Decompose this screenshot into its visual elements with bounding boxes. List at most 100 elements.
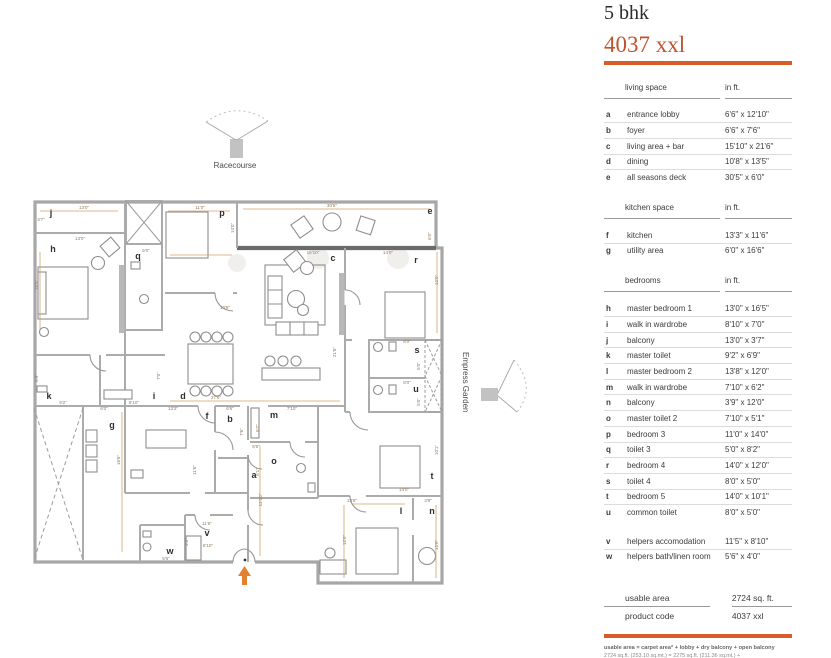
room-name: helpers accomodation: [627, 536, 706, 546]
room-dimensions: 3'9" x 12'0": [725, 398, 765, 408]
room-dimensions: 15'10" x 21'6": [725, 141, 774, 151]
plan-room-label-h: h: [50, 244, 56, 254]
plan-room-label-k: k: [46, 391, 52, 401]
room-name: walk in wardrobe: [627, 382, 688, 392]
room-dimensions: 6'6" x 7'6": [725, 126, 760, 136]
section-title: bedrooms: [604, 276, 720, 293]
room-name: balcony: [627, 398, 655, 408]
plan-dimension-label: 6'0": [100, 406, 108, 411]
plan-type-title: 5 bhk: [604, 2, 649, 24]
plan-dimension-label: 11'0": [195, 205, 205, 210]
summary-label: usable area: [604, 590, 711, 608]
unit-label: in ft.: [725, 203, 792, 219]
plan-dimension-label: 14'0": [399, 487, 410, 492]
summary-row: usable area 2724 sq. ft.: [604, 590, 792, 608]
plan-dimension-label: 6'6": [252, 444, 260, 449]
summary-value: 2724 sq. ft.: [731, 590, 792, 608]
room-name: utility area: [627, 246, 664, 256]
plan-dimension-label: 6'0": [427, 232, 432, 240]
room-key: s: [606, 476, 611, 486]
plan-room-label-v: v: [204, 528, 209, 538]
plan-dimension-label: 8'10": [129, 400, 140, 405]
plan-dimension-label: 12'0": [434, 540, 439, 551]
room-dimensions: 7'10" x 5'1": [725, 413, 765, 423]
wardrobe-strip: [339, 273, 345, 335]
room-key: v: [606, 536, 611, 546]
room-key: u: [606, 508, 611, 518]
section-header: bedrooms in ft.: [604, 276, 792, 293]
plan-dimension-label: 16'5": [34, 280, 39, 291]
furniture: [36, 211, 437, 575]
dimension-lines: [39, 208, 438, 578]
room-name: living area + bar: [627, 141, 685, 151]
plan-room-label-b: b: [227, 414, 233, 424]
plan-dimension-label: 5'1": [255, 468, 260, 476]
plan-room-label-e: e: [427, 206, 432, 216]
plan-dimension-label: 8'0": [403, 380, 411, 385]
room-name: toilet 4: [627, 476, 651, 486]
room-key: t: [606, 492, 609, 502]
room-key: j: [606, 335, 609, 345]
section-title: kitchen space: [604, 203, 720, 219]
room-dimensions: 9'2" x 6'9": [725, 351, 760, 361]
plan-dimension-label: 7'10": [287, 406, 298, 411]
plan-room-label-o: o: [271, 456, 277, 466]
plan-dimension-label: 14'0": [230, 223, 235, 234]
room-name: bedroom 3: [627, 429, 666, 439]
plan-room-label-n: n: [429, 506, 435, 516]
plan-dimension-label: 11'6": [192, 465, 197, 475]
plan-room-label-p: p: [219, 208, 225, 218]
room-name: dining: [627, 157, 649, 167]
shaft-hatching: [33, 200, 443, 561]
room-name: master toilet 2: [627, 413, 678, 423]
room-key: g: [606, 246, 611, 256]
room-name: master bedroom 2: [627, 366, 692, 376]
plan-room-label-s: s: [414, 345, 419, 355]
footnote-formula: usable area = carpet area* + lobby + dry…: [604, 644, 775, 651]
accent-rule-bottom: [604, 634, 792, 638]
room-dimensions: 5'6" x 4'0": [725, 552, 760, 562]
room-name: kitchen: [627, 230, 653, 240]
plan-dimension-label: 6'2": [255, 424, 260, 432]
plan-dimension-label: 14'0": [383, 250, 394, 255]
accent-circles: [228, 247, 409, 272]
summary-label: product code: [625, 610, 675, 621]
plan-dimension-label: 21'6": [332, 347, 337, 358]
plan-dimension-label: 13'8": [347, 498, 358, 503]
entrance-arrow: [238, 566, 251, 585]
inner-walls: [34, 200, 442, 583]
racecourse-label: Racecourse: [213, 161, 257, 170]
plan-dimension-label: 12'0": [434, 275, 439, 286]
plan-room-label-j: j: [49, 208, 53, 218]
section-title: living space: [604, 83, 720, 99]
unit-label: in ft.: [725, 276, 792, 293]
room-dimensions: 13'0" x 16'5": [725, 304, 769, 314]
room-key: b: [606, 126, 611, 136]
room-key: p: [606, 429, 611, 439]
unit-label: in ft.: [725, 83, 792, 99]
section-header: kitchen space in ft.: [604, 203, 792, 219]
room-name: foyer: [627, 126, 645, 136]
plan-dimension-label: 8'0": [403, 339, 411, 344]
plan-dimension-label: 5'6": [162, 556, 170, 561]
plan-dimension-label: 15'10": [307, 250, 320, 255]
room-key: w: [606, 552, 613, 562]
plan-dimension-label: 4'0": [184, 538, 189, 546]
room-dimensions: 11'0" x 14'0": [725, 429, 769, 439]
plan-room-label-u: u: [413, 384, 419, 394]
